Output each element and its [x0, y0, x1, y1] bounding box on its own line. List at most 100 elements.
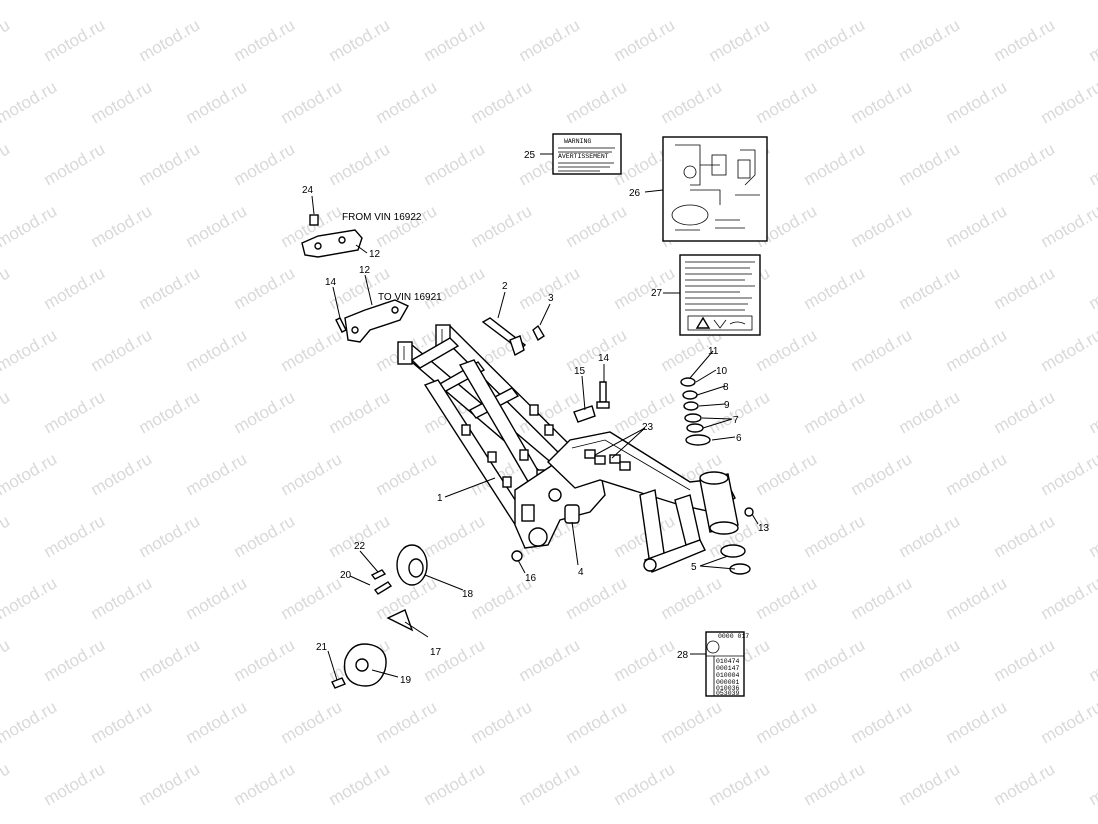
label-27 [679, 254, 761, 336]
watermark-text: motod.ru [801, 263, 869, 313]
watermark-text: motod.ru [0, 15, 13, 65]
watermark-text: motod.ru [88, 77, 156, 127]
watermark-text: motod.ru [896, 635, 964, 685]
callout-12-lower: 12 [359, 265, 371, 276]
watermark-text: motod.ru [373, 697, 441, 747]
watermark-text: motod.ru [278, 325, 346, 375]
label-26 [662, 136, 768, 242]
cover-18-drawing [370, 544, 428, 595]
watermark-text: motod.ru [326, 15, 394, 65]
watermark-text: motod.ru [1086, 635, 1098, 685]
grommet-16-drawing [511, 550, 523, 562]
watermark-text: motod.ru [706, 759, 774, 809]
watermark-text: motod.ru [0, 635, 13, 685]
watermark-text: motod.ru [0, 201, 60, 251]
watermark-text: motod.ru [0, 387, 13, 437]
watermark-text: motod.ru [516, 635, 584, 685]
watermark-text: motod.ru [943, 201, 1011, 251]
watermark-text: motod.ru [41, 511, 109, 561]
watermark-text: motod.ru [896, 263, 964, 313]
watermark-text: motod.ru [801, 511, 869, 561]
watermark-text: motod.ru [706, 387, 774, 437]
watermark-text: motod.ru [991, 263, 1059, 313]
callout-4: 4 [578, 567, 584, 578]
watermark-text: motod.ru [1038, 573, 1098, 623]
callout-12-upper: 12 [369, 249, 381, 260]
callout-3: 3 [548, 293, 554, 304]
watermark-text: motod.ru [753, 697, 821, 747]
watermark-text: motod.ru [421, 139, 489, 189]
callout-22: 22 [354, 541, 366, 552]
watermark-text: motod.ru [896, 511, 964, 561]
label25-heading2: AVERTISSEMENT [558, 153, 609, 160]
watermark-text: motod.ru [183, 201, 251, 251]
watermark-text: motod.ru [801, 387, 869, 437]
watermark-text: motod.ru [0, 0, 60, 3]
bracket-lower-drawing [335, 299, 409, 343]
callout-9: 9 [724, 400, 730, 411]
watermark-text: motod.ru [278, 573, 346, 623]
bracket-upper-drawing [301, 214, 363, 258]
watermark-text: motod.ru [753, 77, 821, 127]
watermark-text: motod.ru [373, 0, 441, 3]
watermark-text: motod.ru [183, 449, 251, 499]
watermark-text: motod.ru [88, 201, 156, 251]
watermark-text: motod.ru [658, 0, 726, 3]
watermark-text: motod.ru [326, 387, 394, 437]
clamp-15-drawing [573, 381, 610, 423]
watermark-text: motod.ru [183, 77, 251, 127]
watermark-text: motod.ru [563, 697, 631, 747]
callout-24: 24 [302, 185, 314, 196]
watermark-text: motod.ru [278, 449, 346, 499]
callout-14-right: 14 [598, 353, 610, 364]
callouts: 1 2 3 4 5 6 7 8 9 10 11 12 12 13 14 14 1… [302, 150, 770, 686]
watermark-text: motod.ru [516, 15, 584, 65]
watermark-text: motod.ru [88, 697, 156, 747]
watermark-text: motod.ru [136, 511, 204, 561]
watermark-text: motod.ru [421, 511, 489, 561]
watermark-text: motod.ru [896, 759, 964, 809]
watermark-text: motod.ru [183, 0, 251, 3]
watermark-text: motod.ru [373, 449, 441, 499]
watermark-text: motod.ru [41, 387, 109, 437]
watermark-text: motod.ru [468, 201, 536, 251]
watermark-text: motod.ru [848, 449, 916, 499]
main-frame-drawing [397, 324, 739, 573]
watermark-text: motod.ru [516, 759, 584, 809]
watermark-text: motod.ru [801, 15, 869, 65]
watermark-text: motod.ru [563, 77, 631, 127]
watermark-text: motod.ru [231, 511, 299, 561]
watermark-text: motod.ru [1086, 387, 1098, 437]
watermark-text: motod.ru [611, 263, 679, 313]
seal-17-drawing [386, 609, 414, 632]
watermark-text: motod.ru [231, 139, 299, 189]
watermark-text: motod.ru [1086, 15, 1098, 65]
callout-18: 18 [462, 589, 474, 600]
watermark-text: motod.ru [0, 449, 60, 499]
callout-2: 2 [502, 281, 508, 292]
watermark-text: motod.ru [801, 759, 869, 809]
bearing-stack-drawing [680, 377, 711, 446]
watermark-text: motod.ru [753, 325, 821, 375]
watermark-text: motod.ru [41, 263, 109, 313]
callout-27: 27 [651, 288, 663, 299]
watermark-text: motod.ru [88, 573, 156, 623]
watermark-text: motod.ru [943, 325, 1011, 375]
watermark-text: motod.ru [231, 387, 299, 437]
note-to-vin: TO VIN 16921 [378, 292, 442, 303]
label-25: WARNING AVERTISSEMENT [552, 133, 622, 175]
watermark-text: motod.ru [753, 449, 821, 499]
label28-row: 000147 [716, 665, 740, 672]
watermark-text: motod.ru [896, 15, 964, 65]
watermark-text: motod.ru [563, 0, 631, 3]
watermark-text: motod.ru [1038, 325, 1098, 375]
watermark-text: motod.ru [848, 573, 916, 623]
watermark-text: motod.ru [136, 263, 204, 313]
watermark-text: motod.ru [136, 759, 204, 809]
watermark-text: motod.ru [136, 635, 204, 685]
watermark-text: motod.ru [373, 201, 441, 251]
watermark-text: motod.ru [183, 573, 251, 623]
